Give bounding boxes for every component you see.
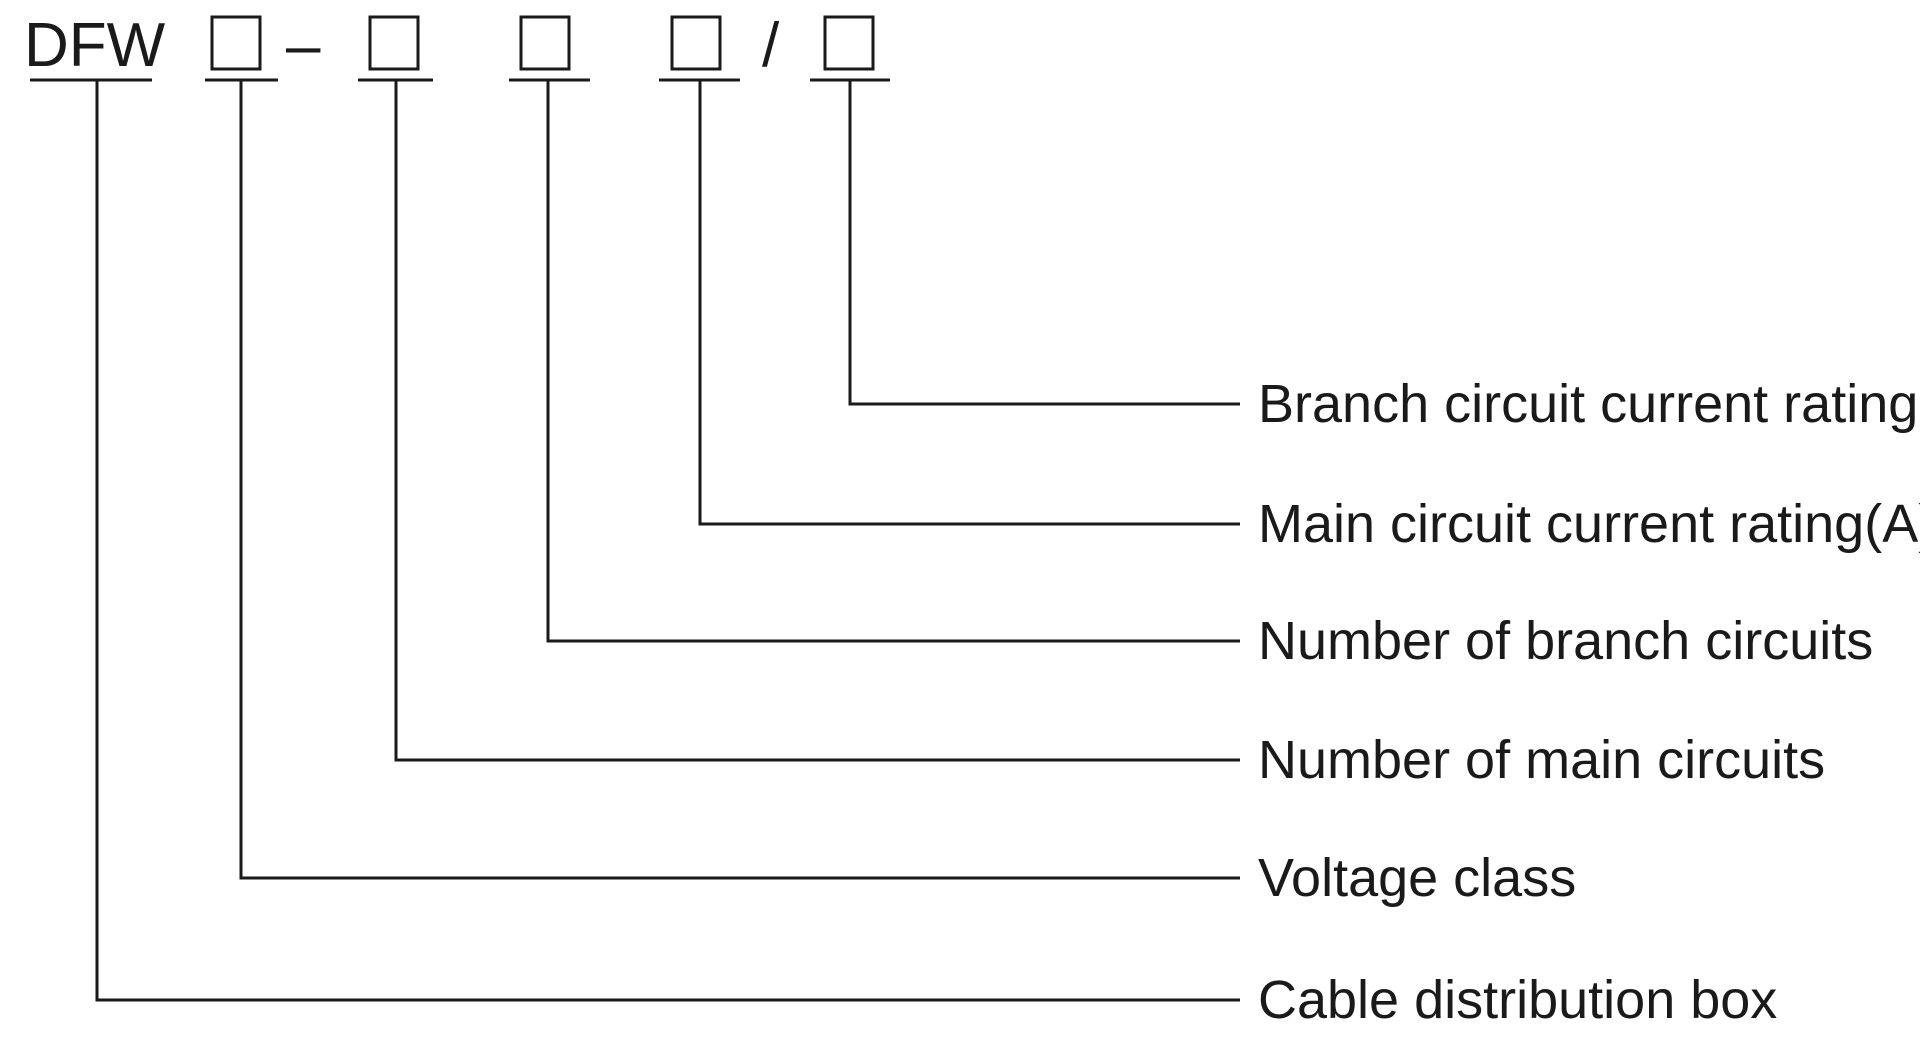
label-cable-distribution-box: Cable distribution box	[1258, 970, 1777, 1030]
leader-branch-circuits	[546, 80, 1240, 643]
leader-main-circuits	[394, 80, 1240, 762]
voltage-class-placeholder	[210, 15, 262, 71]
code-slash: /	[762, 11, 780, 80]
label-number-main-circuits: Number of main circuits	[1258, 730, 1825, 790]
label-number-branch-circuits: Number of branch circuits	[1258, 611, 1873, 671]
model-code: DFW – /	[24, 11, 875, 80]
leader-cable-box	[95, 80, 1240, 1002]
label-main-current-rating: Main circuit current rating(A)	[1258, 494, 1920, 554]
code-dash: –	[286, 11, 321, 80]
leader-main-current	[698, 80, 1240, 526]
label-branch-current-rating: Branch circuit current rating(A)	[1258, 374, 1920, 434]
main-circuits-placeholder	[368, 15, 420, 71]
code-prefix: DFW	[24, 11, 166, 80]
labels: Branch circuit current rating(A) Main ci…	[1258, 374, 1920, 1030]
leader-lines	[95, 80, 1240, 1002]
branch-circuits-placeholder	[519, 15, 571, 71]
leader-branch-current	[848, 80, 1240, 406]
label-voltage-class: Voltage class	[1258, 848, 1576, 908]
branch-current-placeholder	[823, 15, 875, 71]
leader-voltage-class	[239, 80, 1240, 880]
main-current-placeholder	[670, 15, 722, 71]
